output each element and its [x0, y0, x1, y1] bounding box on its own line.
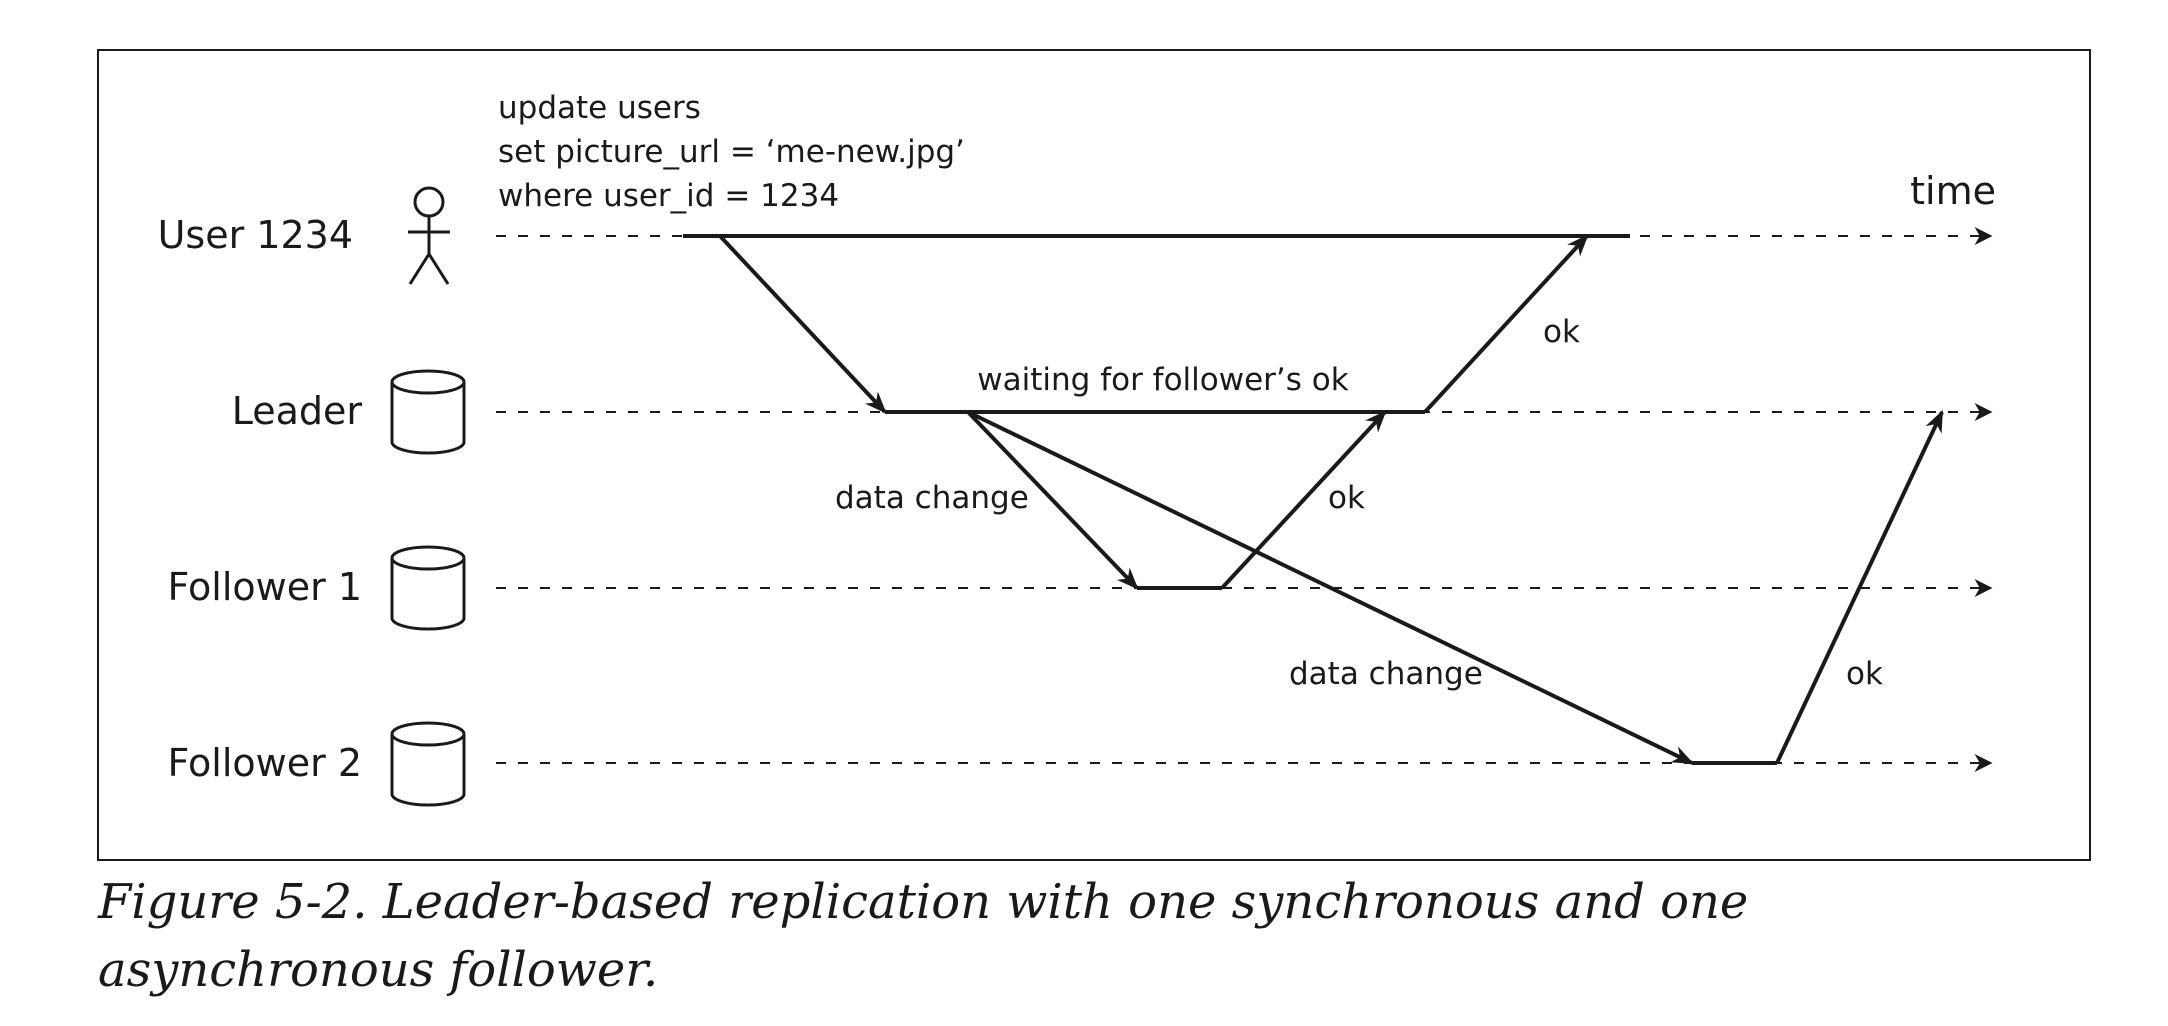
figure-caption: Figure 5-2. Leader-based replication wit…	[98, 874, 1749, 998]
database-icon	[390, 369, 466, 455]
query-line-1: update users	[498, 90, 701, 126]
query-line-3: where user_id = 1234	[498, 178, 839, 214]
database-icon	[390, 545, 466, 631]
ok-label-follower-2-to-leader: ok	[1846, 656, 1883, 692]
ok-arrow-follower-1-to-leader	[1220, 410, 1387, 590]
waiting-label: waiting for follower’s ok	[977, 362, 1348, 398]
request-arrow	[718, 234, 887, 414]
ok-label-follower-1-to-leader: ok	[1328, 480, 1365, 516]
ok-label-leader-to-user: ok	[1543, 314, 1580, 350]
query-line-2: set picture_url = ‘me-new.jpg’	[498, 134, 965, 170]
replication-diagram: update users set picture_url = ‘me-new.j…	[97, 49, 2091, 861]
diagram-frame	[97, 49, 2091, 861]
row-label-follower-1: Follower 1	[168, 565, 362, 609]
row-label-follower-2: Follower 2	[168, 741, 362, 785]
database-icon	[390, 721, 466, 807]
data-change-label-1: data change	[835, 480, 1029, 516]
data-change-arrow-follower-2	[967, 410, 1694, 765]
time-label: time	[1910, 169, 1996, 213]
row-label-user: User 1234	[158, 213, 353, 257]
person-icon	[408, 186, 450, 285]
ok-arrow-follower-2-to-leader	[1775, 410, 1944, 764]
ok-arrow-leader-to-user	[1423, 234, 1589, 414]
data-change-label-2: data change	[1289, 656, 1483, 692]
data-change-arrow-follower-1	[966, 410, 1139, 590]
row-label-leader: Leader	[232, 389, 363, 433]
